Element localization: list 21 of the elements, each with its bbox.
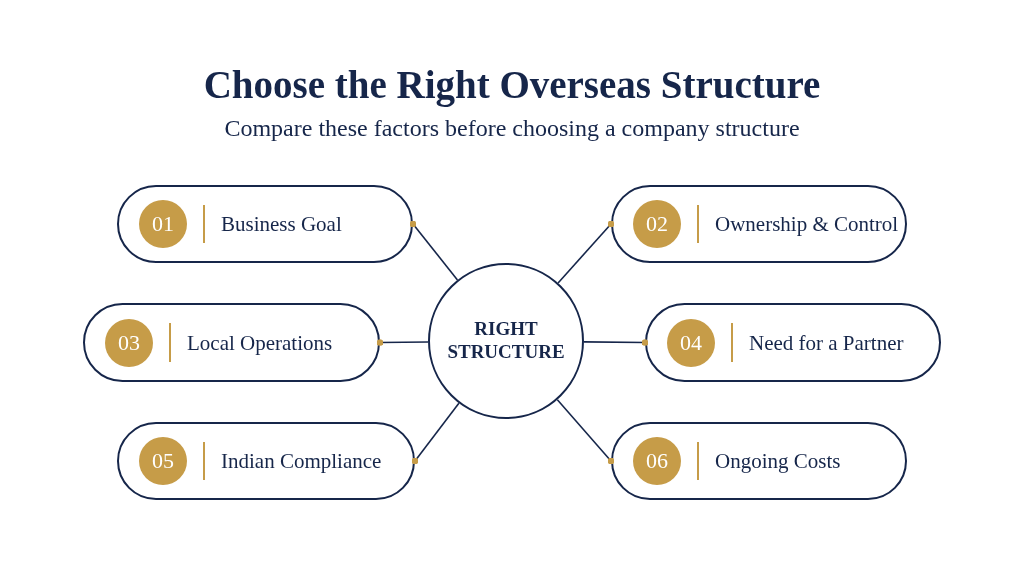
connector-line: [409, 220, 459, 281]
connector-line: [583, 339, 649, 346]
connector-line: [411, 402, 460, 465]
step-number: 01: [139, 200, 187, 248]
step-number: 05: [139, 437, 187, 485]
connector-line: [556, 398, 615, 465]
step-number: 04: [667, 318, 715, 367]
factor-label: Indian Compliance: [221, 448, 382, 474]
connector-line: [557, 220, 615, 284]
connector-line: [376, 339, 429, 346]
factor-label: Ownership & Control: [715, 211, 899, 237]
title: Choose the Right Overseas Structure: [202, 62, 822, 107]
factor-label: Local Operations: [187, 330, 333, 355]
step-number: 06: [633, 437, 681, 485]
factor-label: Ongoing Costs: [715, 448, 841, 474]
step-number: 03: [105, 318, 153, 367]
factor-label: Business Goal: [221, 211, 342, 237]
factor-label: Need for a Partner: [749, 330, 904, 355]
center-label: RIGHT STRUCTURE: [446, 318, 566, 364]
step-number: 02: [633, 200, 681, 248]
subtitle: Compare these factors before choosing a company structure: [223, 115, 801, 142]
